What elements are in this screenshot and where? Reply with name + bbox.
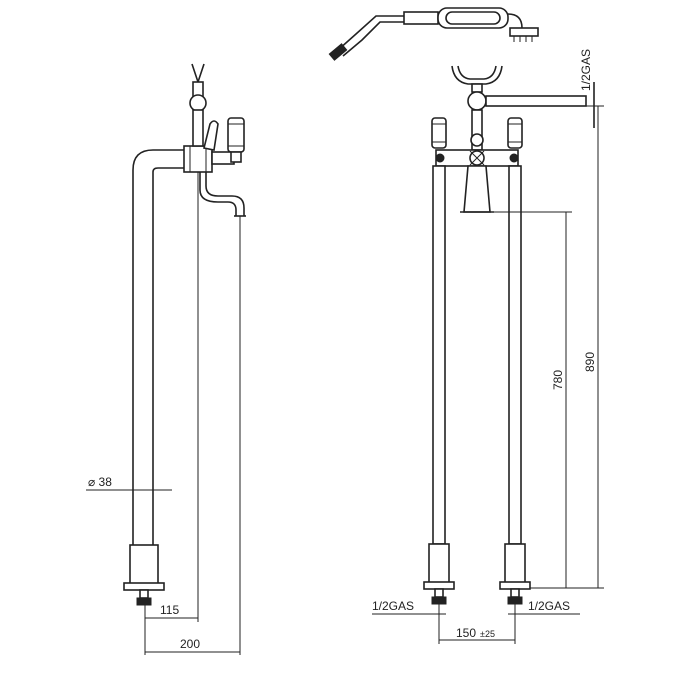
- front-view-wall-arm: [485, 82, 595, 128]
- dim-150-tolerance: ±25: [480, 629, 495, 639]
- side-view: [123, 63, 246, 606]
- gas-left-label: 1/2GAS: [372, 599, 414, 613]
- front-view-handle-right: [507, 117, 523, 149]
- side-view-base: [123, 544, 165, 606]
- side-view-shower-holder: [189, 63, 207, 147]
- diameter-label: ⌀ 38: [88, 475, 112, 489]
- front-view-leg-right: [499, 165, 531, 605]
- side-view-handle: [227, 117, 245, 163]
- side-view-dimensions: ⌀ 38 115 200: [86, 172, 241, 655]
- side-view-standpipe: [132, 149, 190, 545]
- gas-wall-label: 1/2GAS: [579, 49, 593, 91]
- side-view-mixer-body: [183, 120, 235, 173]
- side-view-spout: [199, 172, 246, 217]
- dim-115-label: 115: [160, 603, 179, 617]
- front-view-hand-shower: [328, 7, 539, 61]
- front-view-mixer-body: [435, 149, 519, 167]
- dim-890-label: 890: [583, 352, 597, 372]
- front-view-spout: [460, 165, 494, 213]
- dim-780-label: 780: [551, 370, 565, 390]
- gas-right-label: 1/2GAS: [528, 599, 570, 613]
- front-view-handle-left: [431, 117, 447, 149]
- front-view: [328, 7, 595, 605]
- front-view-leg-left: [423, 165, 455, 605]
- front-view-dimensions: 780 890 1/2GAS 150 ±25 1/2GAS 1/2GAS: [372, 49, 604, 644]
- dim-200-label: 200: [180, 637, 200, 651]
- dim-150-label: 150: [456, 626, 476, 640]
